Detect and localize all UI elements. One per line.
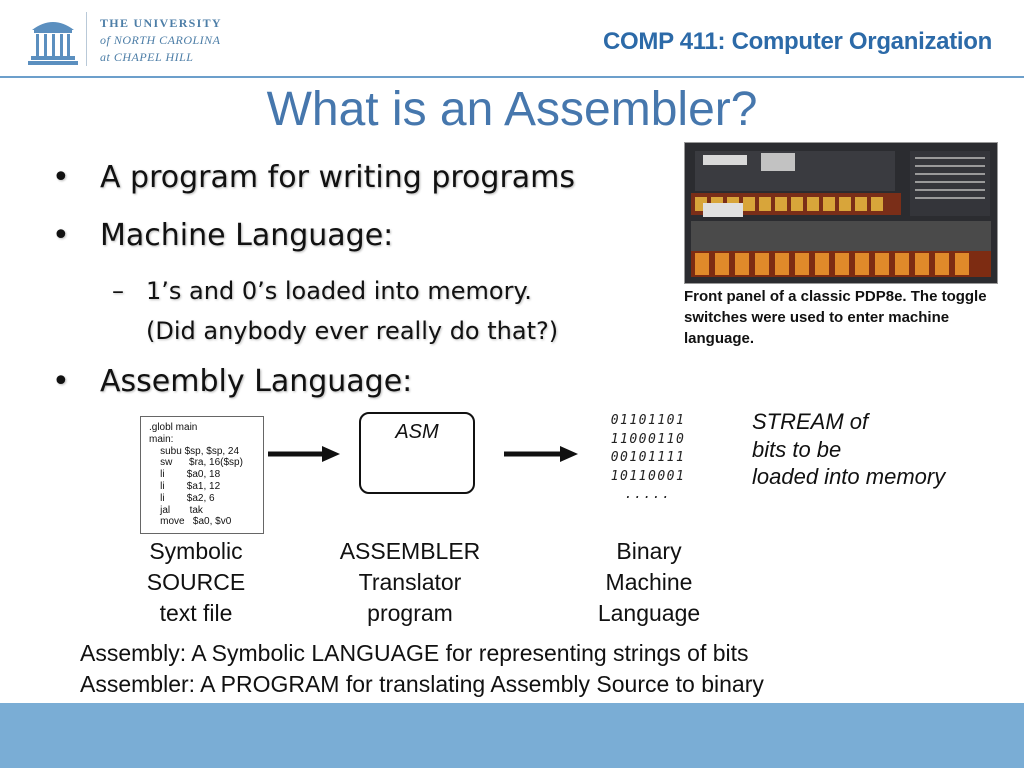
university-line: THE UNIVERSITY <box>100 16 222 30</box>
university-line: at CHAPEL HILL <box>100 50 194 64</box>
sub-bullet-marker: – <box>112 277 124 305</box>
sub-bullet-item: (Did anybody ever really do that?) <box>146 312 558 350</box>
bullet-marker: • <box>52 364 70 399</box>
bullet-item: • A program for writing programs <box>52 160 575 195</box>
binary-line: 11000110 <box>610 431 686 447</box>
binary-stream: 01101101 11000110 00101111 10110001 ....… <box>598 412 698 505</box>
assembler-label: ASSEMBLER Translator program <box>324 536 496 629</box>
bullet-item: • Machine Language: <box>52 218 393 253</box>
stream-line: loaded into memory <box>752 464 946 489</box>
image-caption: Front panel of a classic PDP8e. The togg… <box>684 288 987 347</box>
binary-line: 10110001 <box>610 468 686 484</box>
course-title: COMP 411: Computer Organization <box>603 28 992 55</box>
sub-bullet-item: –1’s and 0’s loaded into memory. <box>112 272 532 310</box>
university-line: of NORTH CAROLINA <box>100 33 221 47</box>
slide-header: THE UNIVERSITY of NORTH CAROLINA at CHAP… <box>0 0 1024 78</box>
bullet-text: Assembly Language: <box>100 364 413 399</box>
bullet-text: A program for writing programs <box>100 160 576 195</box>
label-line: ASSEMBLER <box>339 538 481 564</box>
label-line: Machine <box>605 569 693 595</box>
binary-line: ..... <box>624 487 672 503</box>
bullet-text: Machine Language: <box>100 218 394 253</box>
stream-line: STREAM of <box>752 409 869 434</box>
university-wordmark: THE UNIVERSITY of NORTH CAROLINA at CHAP… <box>100 15 222 66</box>
source-label: Symbolic SOURCE text file <box>120 536 272 629</box>
pdp8e-front-panel-image <box>684 142 998 284</box>
footer-bar <box>0 703 1024 768</box>
definitions: Assembly: A Symbolic LANGUAGE for repres… <box>80 638 764 700</box>
label-line: program <box>367 600 453 626</box>
label-line: Language <box>597 600 701 626</box>
label-line: Symbolic <box>149 538 243 564</box>
definition-assembler: Assembler: A PROGRAM for translating Ass… <box>80 671 764 697</box>
arrow-right-icon <box>504 446 578 462</box>
old-well-icon <box>28 22 78 65</box>
bullet-marker: • <box>52 218 70 253</box>
assembler-box-label: ASM <box>395 421 439 443</box>
stream-line: bits to be <box>752 436 842 462</box>
assembler-box: ASM <box>359 412 475 494</box>
binary-label: Binary Machine Language <box>578 536 720 629</box>
definition-assembly: Assembly: A Symbolic LANGUAGE for repres… <box>80 640 749 666</box>
binary-line: 01101101 <box>610 413 686 428</box>
stream-annotation: STREAM of bits to be loaded into memory <box>752 408 1012 491</box>
slide-title: What is an Assembler? <box>266 83 758 136</box>
label-line: Binary <box>616 538 682 564</box>
binary-line: 00101111 <box>610 450 686 466</box>
bullet-item: • Assembly Language: <box>52 364 412 399</box>
arrow-right-icon <box>268 446 340 462</box>
header-rule <box>0 76 1024 78</box>
label-line: text file <box>159 600 233 626</box>
assembly-source-box: .globl main main: subu $sp, $sp, 24 sw $… <box>140 416 264 534</box>
bullet-marker: • <box>52 160 70 195</box>
sub-bullet-text: (Did anybody ever really do that?) <box>146 317 559 345</box>
logo-divider <box>86 12 87 66</box>
sub-bullet-text: 1’s and 0’s loaded into memory. <box>146 277 532 305</box>
label-line: Translator <box>358 569 462 595</box>
label-line: SOURCE <box>146 569 246 595</box>
